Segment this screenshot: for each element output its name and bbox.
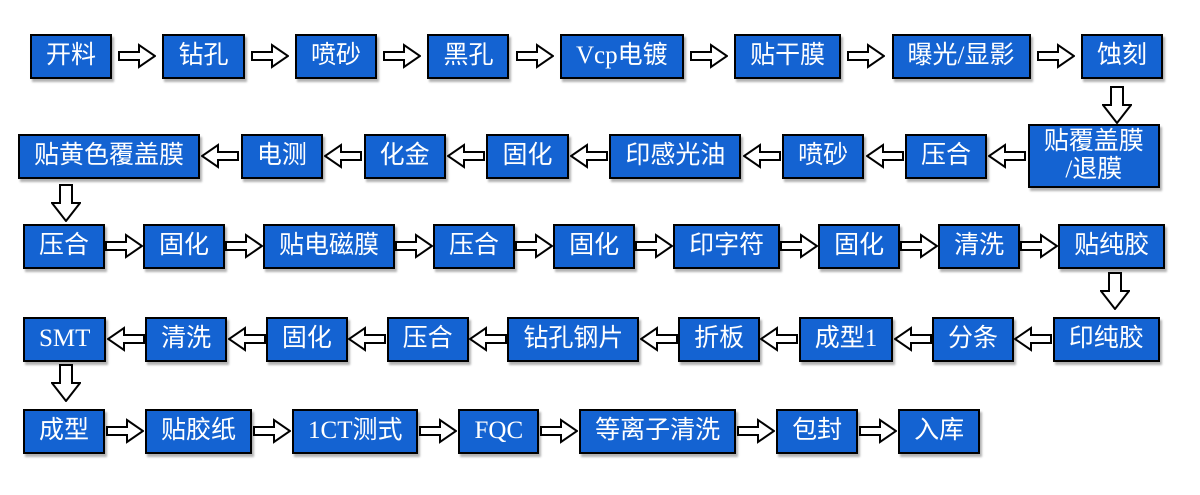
arrow-right-icon xyxy=(395,233,434,259)
arrow-right-icon xyxy=(383,43,422,69)
arrow-right-icon xyxy=(689,43,728,69)
flow-node: 印感光油 xyxy=(609,133,742,179)
arrow-right-icon xyxy=(106,418,145,444)
flow-node: 贴电磁膜 xyxy=(263,223,396,269)
flow-node: 印纯胶 xyxy=(1052,316,1160,362)
flow-node: 曝光/显影 xyxy=(891,33,1031,79)
arrow-left-icon xyxy=(447,143,486,169)
flow-node: 黑孔 xyxy=(427,33,510,79)
arrow-right-icon xyxy=(225,233,264,259)
arrow-right-icon xyxy=(253,418,292,444)
flow-node: 包封 xyxy=(776,408,859,454)
flow-node: 印字符 xyxy=(673,223,781,269)
arrow-left-icon xyxy=(106,326,145,352)
flow-node: 分条 xyxy=(932,316,1015,362)
arrow-right-icon xyxy=(1036,43,1075,69)
arrow-right-icon xyxy=(540,418,579,444)
arrow-right-icon xyxy=(118,43,157,69)
flow-node: 钻孔 xyxy=(162,33,245,79)
flow-node: 贴覆盖膜 /退膜 xyxy=(1027,124,1160,188)
flow-node: 化金 xyxy=(363,133,446,179)
flow-node: 折板 xyxy=(678,316,761,362)
flow-node: SMT xyxy=(23,316,107,362)
flow-node: 喷砂 xyxy=(294,33,377,79)
flow-node: 入库 xyxy=(898,408,981,454)
arrow-left-icon xyxy=(227,326,266,352)
arrow-right-icon xyxy=(780,233,819,259)
flow-row: 开料 钻孔 喷砂 黑孔 Vcp电镀 贴干膜 曝光/显影 蚀刻 xyxy=(30,33,1163,79)
arrow-right-icon xyxy=(250,43,289,69)
arrow-left-icon xyxy=(893,326,932,352)
arrow-right-icon xyxy=(419,418,458,444)
arrow-down-icon xyxy=(51,364,81,402)
arrow-left-icon xyxy=(742,143,781,169)
arrow-down-icon xyxy=(1102,86,1132,124)
flow-node: 1CT测式 xyxy=(292,408,419,454)
flow-node: 压合 xyxy=(433,223,516,269)
flow-node: 电测 xyxy=(240,133,323,179)
arrow-left-icon xyxy=(348,326,387,352)
flow-node: 固化 xyxy=(265,316,348,362)
arrow-left-icon xyxy=(569,143,608,169)
arrow-right-icon xyxy=(737,418,776,444)
flow-node: 固化 xyxy=(486,133,569,179)
arrow-left-icon xyxy=(865,143,904,169)
flow-row: 印纯胶分条成型1 折板钻孔钢片压合固化清洗 SMT xyxy=(23,316,1160,362)
arrow-left-icon xyxy=(1014,326,1053,352)
flow-node: 开料 xyxy=(30,33,113,79)
arrow-left-icon xyxy=(468,326,507,352)
arrow-right-icon xyxy=(105,233,144,259)
flow-node: 钻孔钢片 xyxy=(507,316,640,362)
flow-node: 压合 xyxy=(904,133,987,179)
flow-row: 贴覆盖膜 /退膜压合喷砂印感光油固化化金电测贴黄色覆盖膜 xyxy=(18,124,1160,188)
arrow-left-icon xyxy=(324,143,363,169)
flow-node: 固化 xyxy=(818,223,901,269)
arrow-down-icon xyxy=(1100,272,1130,310)
flow-node: 成型 xyxy=(23,408,106,454)
arrow-left-icon xyxy=(988,143,1027,169)
flow-node: 贴干膜 xyxy=(734,33,842,79)
flow-node: 成型1 xyxy=(798,316,894,362)
flow-node: 压合 xyxy=(386,316,469,362)
flow-node: 贴黄色覆盖膜 xyxy=(18,133,201,179)
arrow-right-icon xyxy=(1020,233,1059,259)
flow-row: 成型贴胶纸 1CT测式 FQC 等离子清洗包封入库 xyxy=(23,408,981,454)
arrow-down-icon xyxy=(51,184,81,222)
flow-node: 喷砂 xyxy=(782,133,865,179)
arrow-left-icon xyxy=(639,326,678,352)
flow-node: 贴纯胶 xyxy=(1058,223,1166,269)
flow-node: Vcp电镀 xyxy=(559,33,684,79)
arrow-right-icon xyxy=(515,43,554,69)
arrow-right-icon xyxy=(515,233,554,259)
flow-node: 贴胶纸 xyxy=(145,408,253,454)
arrow-right-icon xyxy=(847,43,886,69)
arrow-left-icon xyxy=(760,326,799,352)
flow-node: 等离子清洗 xyxy=(579,408,737,454)
flow-node: 固化 xyxy=(143,223,226,269)
flow-node: 压合 xyxy=(23,223,106,269)
flow-node: 蚀刻 xyxy=(1080,33,1163,79)
flow-node: FQC xyxy=(458,408,540,454)
arrow-right-icon xyxy=(859,418,898,444)
arrow-right-icon xyxy=(900,233,939,259)
flow-node: 清洗 xyxy=(145,316,228,362)
flow-row: 压合固化贴电磁膜压合固化印字符固化清洗贴纯胶 xyxy=(23,223,1166,269)
flow-node: 固化 xyxy=(553,223,636,269)
arrow-right-icon xyxy=(635,233,674,259)
arrow-left-icon xyxy=(201,143,240,169)
flow-node: 清洗 xyxy=(938,223,1021,269)
